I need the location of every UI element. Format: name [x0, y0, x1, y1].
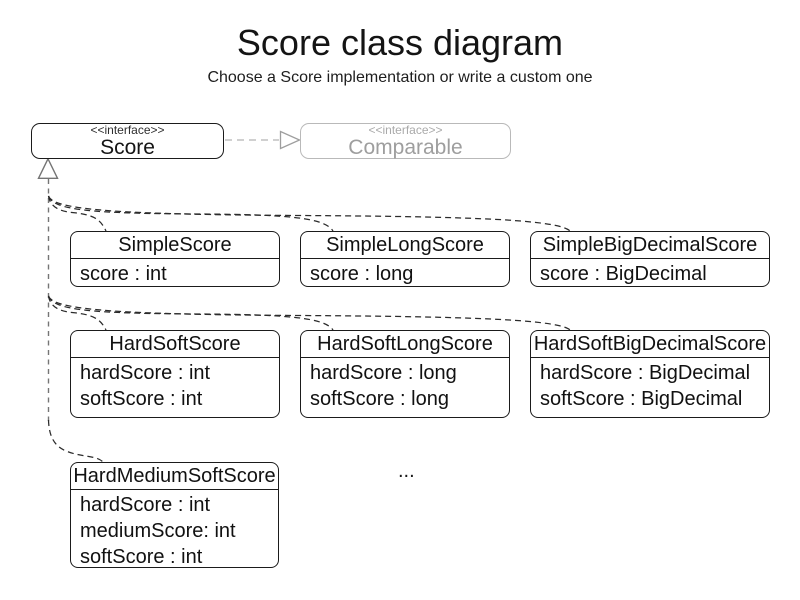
interface-box-comparable: <<interface>> Comparable — [300, 123, 511, 159]
connector-hardsoftlongscore — [47, 295, 334, 331]
connector-hardmediumsoftscore — [47, 419, 104, 463]
class-name: HardSoftScore — [71, 331, 279, 358]
interface-name: Score — [100, 136, 155, 159]
connector-simplescore — [47, 195, 107, 232]
connector-simplebigdecimalscore — [47, 195, 571, 232]
attribute: hardScore : BigDecimal — [540, 362, 751, 384]
attribute: mediumScore: int — [80, 520, 236, 542]
realization-arrowhead-icon — [279, 130, 302, 150]
class-name: SimpleBigDecimalScore — [531, 232, 769, 259]
connector-hardsoftscore — [47, 295, 107, 331]
connector-simplelongscore — [47, 195, 334, 232]
class-attributes: hardScore : int mediumScore: int softSco… — [71, 490, 278, 572]
attribute: score : long — [310, 263, 414, 285]
attribute: softScore : int — [80, 388, 203, 410]
class-attributes: hardScore : long softScore : long — [301, 358, 509, 417]
connector-hardsoftbigdecimalscore — [47, 295, 571, 331]
interface-name: Comparable — [348, 136, 463, 159]
class-name: HardSoftBigDecimalScore — [531, 331, 769, 358]
class-attributes: hardScore : int softScore : int — [71, 358, 279, 417]
class-name: SimpleScore — [71, 232, 279, 259]
class-attributes: score : BigDecimal — [531, 259, 769, 289]
attribute: hardScore : int — [80, 494, 211, 516]
attribute: score : BigDecimal — [540, 263, 707, 285]
comparable-arrow-group — [279, 130, 302, 150]
stereotype-label: <<interface>> — [90, 123, 165, 137]
attribute: softScore : int — [80, 546, 203, 568]
page-title: Score class diagram — [236, 22, 564, 63]
attribute: softScore : long — [310, 388, 449, 410]
class-attributes: score : int — [71, 259, 279, 289]
attribute: hardScore : int — [80, 362, 211, 384]
class-box-hardmediumsoftscore: HardMediumSoftScore hardScore : int medi… — [70, 462, 279, 568]
attribute: hardScore : long — [310, 362, 457, 384]
class-name: HardSoftLongScore — [301, 331, 509, 358]
interface-box-score: <<interface>> Score — [31, 123, 224, 159]
class-attributes: hardScore : BigDecimal softScore : BigDe… — [531, 358, 769, 417]
more-implementations-ellipsis: ... — [398, 460, 415, 482]
class-box-simplescore: SimpleScore score : int — [70, 231, 280, 287]
attribute: softScore : BigDecimal — [540, 388, 743, 410]
class-attributes: score : long — [301, 259, 509, 289]
page-subtitle: Choose a Score implementation or write a… — [207, 69, 593, 86]
class-name: SimpleLongScore — [301, 232, 509, 259]
stereotype-label: <<interface>> — [368, 123, 443, 137]
class-box-hardsoftscore: HardSoftScore hardScore : int softScore … — [70, 330, 280, 418]
attribute: score : int — [80, 263, 167, 285]
class-box-hardsoftlongscore: HardSoftLongScore hardScore : long softS… — [300, 330, 510, 418]
inheritance-triangle-icon — [37, 157, 59, 179]
guide-group — [37, 157, 59, 421]
class-box-simplelongscore: SimpleLongScore score : long — [300, 231, 510, 287]
class-box-hardsoftbigdecimalscore: HardSoftBigDecimalScore hardScore : BigD… — [530, 330, 770, 418]
class-box-simplebigdecimalscore: SimpleBigDecimalScore score : BigDecimal — [530, 231, 770, 287]
class-name: HardMediumSoftScore — [71, 463, 278, 490]
